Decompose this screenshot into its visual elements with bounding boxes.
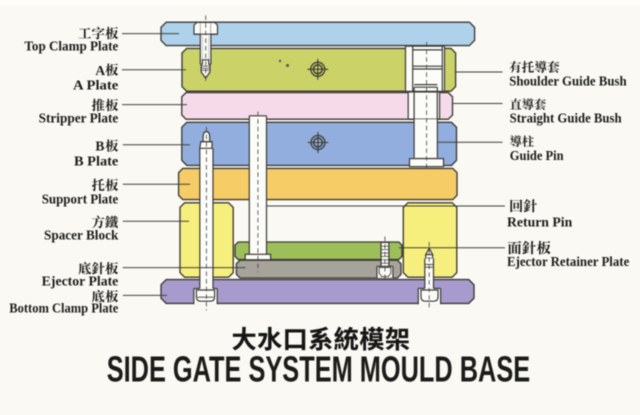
svg-text:Top Clamp Plate: Top Clamp Plate (24, 38, 118, 53)
svg-text:Guide Pin: Guide Pin (510, 148, 564, 163)
svg-text:Spacer Block: Spacer Block (44, 227, 119, 242)
svg-text:A: A (95, 63, 105, 78)
svg-text:Ejector Retainer Plate: Ejector Retainer Plate (507, 254, 629, 269)
svg-text:A Plate: A Plate (73, 78, 118, 93)
svg-text:SIDE GATE SYSTEM MOULD BASE: SIDE GATE SYSTEM MOULD BASE (107, 348, 531, 389)
svg-text:Support Plate: Support Plate (42, 191, 119, 206)
svg-text:Shoulder Guide Bush: Shoulder Guide Bush (509, 73, 627, 88)
svg-text:Ejector Plate: Ejector Plate (42, 274, 119, 289)
svg-text:Stripper Plate: Stripper Plate (39, 110, 119, 125)
svg-text:B: B (95, 139, 104, 154)
svg-text:Straight Guide Bush: Straight Guide Bush (510, 111, 623, 126)
svg-text:B Plate: B Plate (74, 154, 118, 169)
svg-text:Return Pin: Return Pin (507, 215, 573, 230)
svg-text:Bottom Clamp Plate: Bottom Clamp Plate (9, 301, 118, 316)
